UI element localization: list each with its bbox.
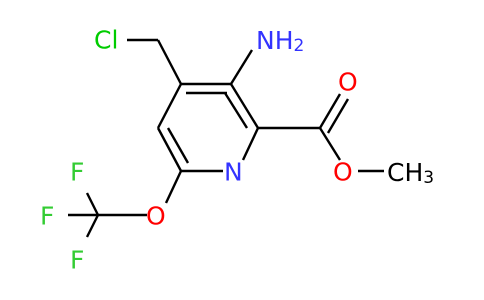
amino-label: NH2 [256, 26, 304, 57]
bond-c5-c6 [156, 127, 183, 172]
bond-c3-nh2 [229, 49, 254, 85]
fluorine-left-label: F [40, 202, 54, 231]
carbonyl-oxygen-label: O [338, 68, 358, 97]
bond-c5-c6-inner [166, 127, 190, 164]
ether-oxygen-label: O [146, 202, 166, 231]
bond-c2-c3-inner [223, 92, 249, 129]
ring-nitrogen-label: N [224, 158, 243, 187]
bond-carbonyl-2 [326, 98, 350, 134]
bond-n-c2 [241, 127, 260, 161]
chlorine-label: Cl [94, 26, 118, 55]
methyl-label: CH3 [387, 158, 434, 189]
fluorine-bottom-label: F [70, 246, 84, 275]
bond-c4-c5 [156, 83, 183, 129]
bond-c2-c3 [229, 83, 260, 129]
bond-cf3-fbottom [85, 214, 100, 238]
ester-oxygen-label: O [333, 158, 353, 187]
bond-cester-oester [318, 127, 342, 161]
bond-carbonyl-1 [318, 93, 342, 129]
bond-cf3-ftop [85, 192, 100, 216]
fluorine-top-label: F [70, 158, 84, 187]
bond-c4-ch2 [156, 39, 183, 85]
bond-c6-oether [164, 170, 183, 204]
